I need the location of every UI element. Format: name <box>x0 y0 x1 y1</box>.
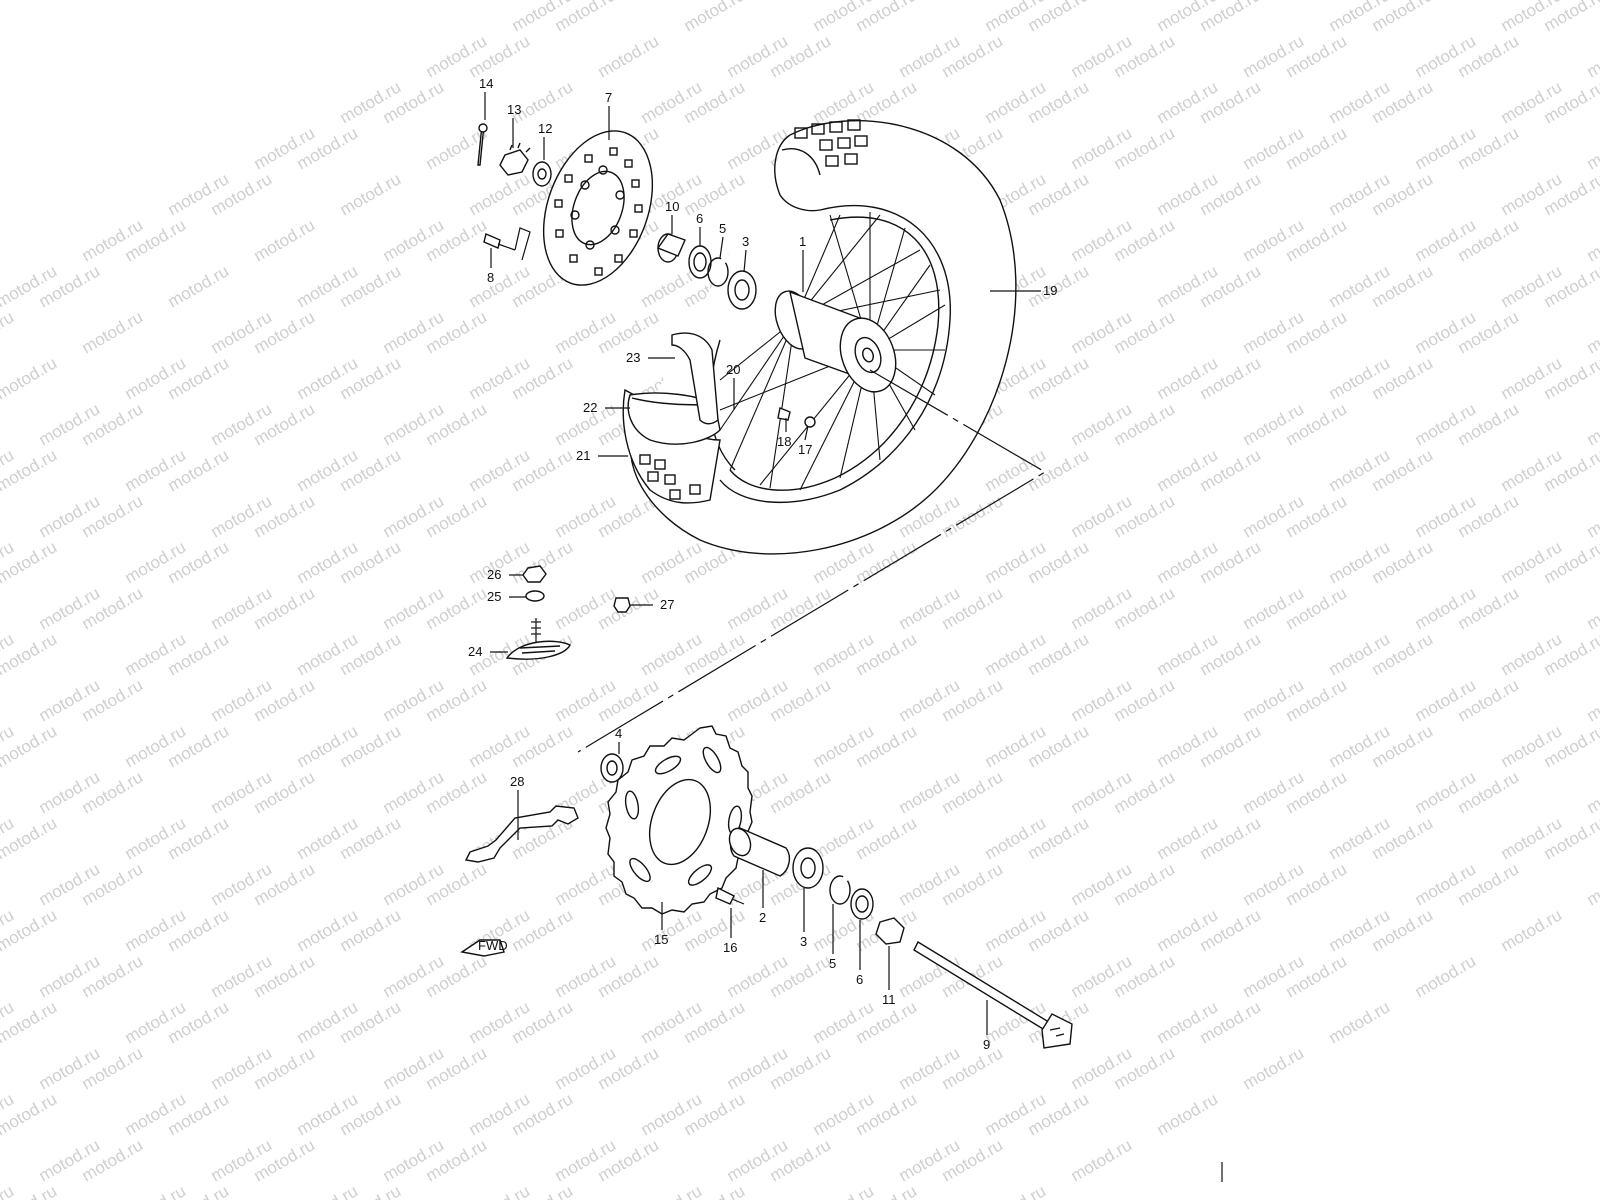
callout-16: 16 <box>723 940 737 955</box>
callout-13: 13 <box>507 102 521 117</box>
callout-28: 28 <box>510 774 524 789</box>
oil-seal-bottom[interactable] <box>850 888 874 920</box>
axle-washer[interactable] <box>532 161 552 187</box>
axle-spacer-tube[interactable] <box>726 825 791 877</box>
callout-14: 14 <box>479 76 493 91</box>
callout-2: 2 <box>759 910 766 925</box>
callout-23: 23 <box>626 350 640 365</box>
axle-nut[interactable] <box>499 142 531 176</box>
brake-disc[interactable] <box>524 116 673 301</box>
hub-washer[interactable] <box>804 416 816 428</box>
circlip-top[interactable] <box>707 257 729 287</box>
callout-6-top: 6 <box>696 211 703 226</box>
callout-6-bottom: 6 <box>856 972 863 987</box>
callout-12: 12 <box>538 121 552 136</box>
sprocket-bolt[interactable] <box>715 886 745 905</box>
callout-19: 19 <box>1043 283 1057 298</box>
rim-lock[interactable] <box>505 618 571 660</box>
callout-4: 4 <box>615 726 622 741</box>
callout-26: 26 <box>487 567 501 582</box>
disc-bolt[interactable] <box>483 227 531 261</box>
callout-25: 25 <box>487 589 501 604</box>
callout-15: 15 <box>654 932 668 947</box>
wheel-hub[interactable] <box>768 286 906 400</box>
callout-11: 11 <box>882 992 896 1007</box>
spacer-top[interactable] <box>656 233 686 263</box>
callout-5-bottom: 5 <box>829 956 836 971</box>
rear-sprocket[interactable] <box>605 725 753 915</box>
callout-9: 9 <box>983 1037 990 1052</box>
callout-7: 7 <box>605 90 612 105</box>
bearing-top[interactable] <box>727 270 757 310</box>
callout-5-top: 5 <box>719 221 726 236</box>
circlip-bottom[interactable] <box>829 875 851 905</box>
callout-20: 20 <box>726 362 740 377</box>
cotter-pin[interactable] <box>477 123 488 166</box>
callout-10: 10 <box>665 199 679 214</box>
fwd-label: FWD <box>478 938 508 953</box>
valve-cap[interactable] <box>613 597 631 613</box>
callout-1: 1 <box>799 234 806 249</box>
callout-8: 8 <box>487 270 494 285</box>
leader-lines <box>484 92 1041 1035</box>
callout-3-top: 3 <box>742 234 749 249</box>
spacer-right[interactable] <box>875 917 905 945</box>
fwd-arrow-icon: FWD <box>460 938 508 957</box>
rear-axle[interactable] <box>913 941 1073 1049</box>
callout-3-bottom: 3 <box>800 934 807 949</box>
callout-18: 18 <box>777 434 791 449</box>
spacer-left[interactable] <box>600 753 624 783</box>
chain-adjuster-wrench[interactable] <box>464 805 579 863</box>
callout-17: 17 <box>798 442 812 457</box>
callout-21: 21 <box>576 448 590 463</box>
callout-labels: 14 13 12 7 8 10 6 5 3 1 19 20 23 22 21 1… <box>468 76 1057 1052</box>
rim-band[interactable] <box>671 332 719 425</box>
rim-lock-washer[interactable] <box>525 590 545 602</box>
callout-27: 27 <box>660 597 674 612</box>
hub-bolt[interactable] <box>777 407 791 421</box>
callout-24: 24 <box>468 644 482 659</box>
bearing-bottom[interactable] <box>792 847 824 889</box>
callout-22: 22 <box>583 400 597 415</box>
